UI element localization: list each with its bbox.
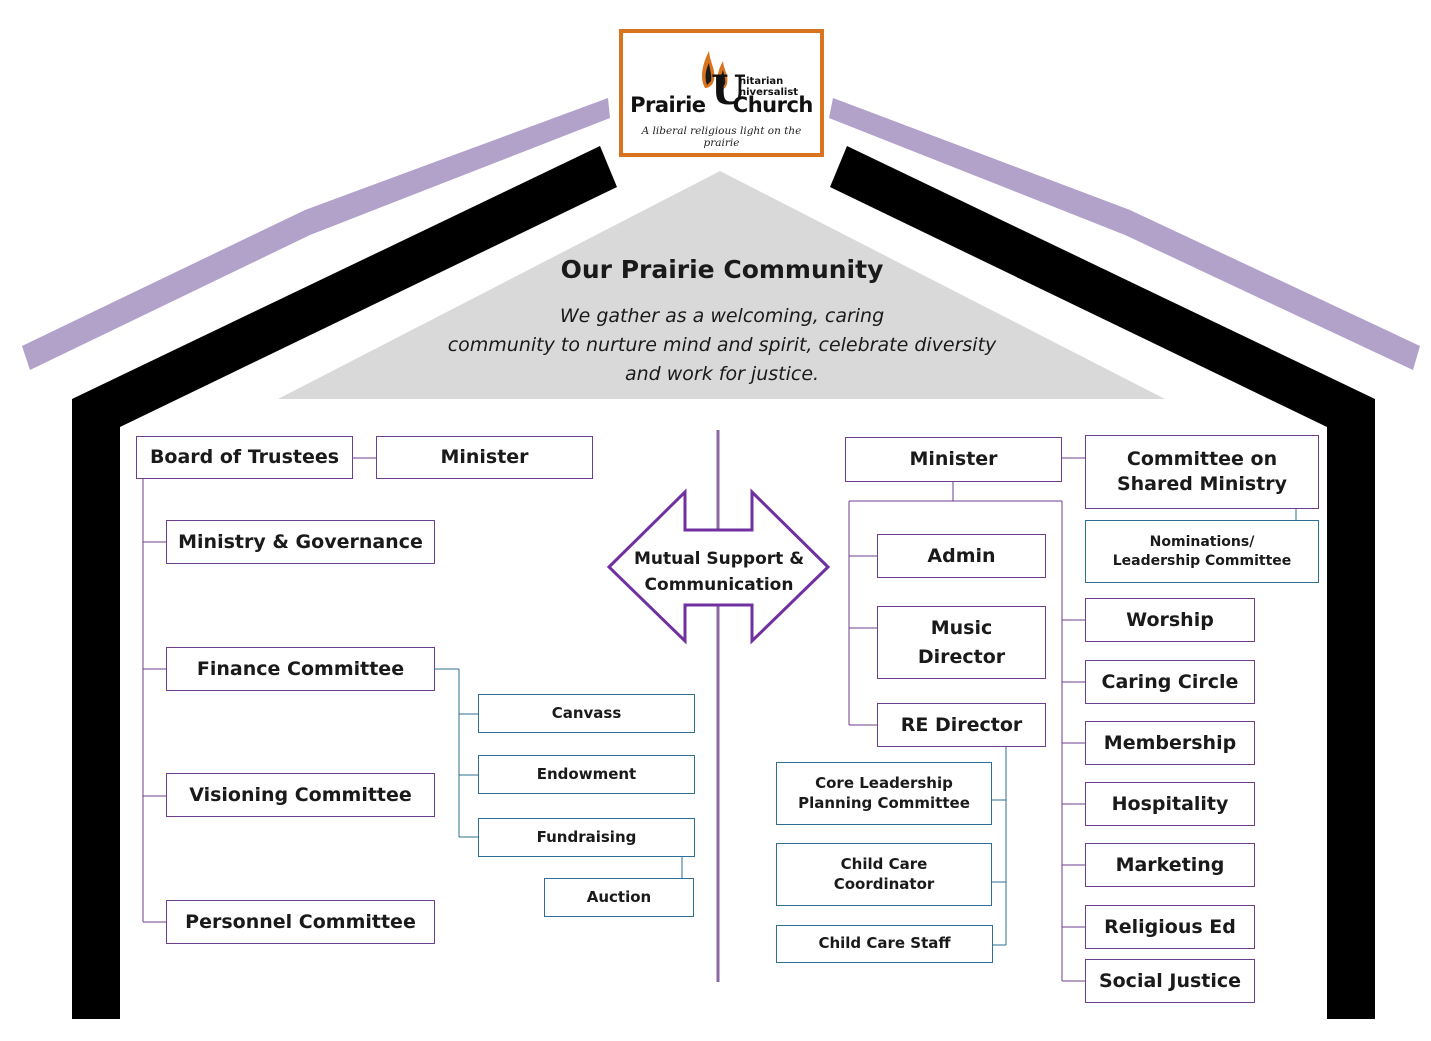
- right-connectors: [848, 457, 1085, 982]
- finance-connectors: [435, 668, 683, 878]
- music-director-line: Director: [917, 645, 1006, 668]
- community-line: We gather as a welcoming, caring: [559, 305, 885, 327]
- re-director-box: RE Director: [877, 703, 1046, 747]
- mutual-support-arrow: [606, 488, 831, 645]
- worship-box: Worship: [1085, 598, 1255, 642]
- arrow-label: Mutual Support & Communication: [630, 546, 808, 598]
- shared-ministry-box: Committee on Shared Ministry: [1085, 435, 1319, 509]
- child-care-coordinator-box: Child Care Coordinator: [776, 843, 992, 906]
- endowment-box: Endowment: [478, 755, 695, 794]
- logo-tagline: A liberal religious light on the prairie: [641, 125, 802, 149]
- wall-right: [830, 146, 1375, 1019]
- wall-left: [72, 146, 617, 1019]
- left-connectors: [142, 457, 376, 923]
- music-director-box: Music Director: [877, 606, 1046, 679]
- child-care-coordinator-line: Child Care: [840, 855, 928, 873]
- community-line: and work for justice.: [624, 363, 820, 385]
- membership-box: Membership: [1085, 721, 1255, 765]
- shared-ministry-line: Shared Ministry: [1116, 473, 1288, 495]
- child-care-staff-box: Child Care Staff: [776, 925, 993, 963]
- roof-left: [22, 98, 610, 370]
- chalice-flame-icon: [702, 51, 728, 90]
- caring-circle-box: Caring Circle: [1085, 660, 1255, 704]
- marketing-box: Marketing: [1085, 843, 1255, 887]
- gable-triangle: [278, 171, 1165, 399]
- logo-line2: niversalist: [739, 86, 799, 98]
- nominations-box: Nominations/ Leadership Committee: [1085, 520, 1319, 583]
- music-director-line: Music: [930, 617, 993, 639]
- board-of-trustees-box: Board of Trustees: [136, 436, 353, 479]
- logo-subtitle: nitarian niversalist: [739, 76, 799, 98]
- shared-ministry-line: Committee on: [1126, 448, 1278, 471]
- child-care-coordinator-line: Coordinator: [833, 874, 935, 893]
- logo-u-letter: U: [711, 67, 746, 114]
- admin-box: Admin: [877, 534, 1046, 578]
- finance-committee-box: Finance Committee: [166, 647, 435, 691]
- core-leadership-line: Planning Committee: [798, 793, 970, 812]
- roof-right: [829, 98, 1420, 370]
- arrow-label-line: Mutual Support &: [633, 549, 805, 569]
- core-leadership-line: Core Leadership: [815, 774, 953, 792]
- community-statement: We gather as a welcoming, caring communi…: [440, 302, 1004, 389]
- community-title: Our Prairie Community: [560, 255, 884, 284]
- nominations-line: Leadership Committee: [1112, 552, 1292, 569]
- personnel-committee-box: Personnel Committee: [166, 900, 435, 944]
- nominations-line: Nominations/: [1149, 534, 1255, 551]
- logo-line1: nitarian: [739, 76, 784, 87]
- religious-ed-box: Religious Ed: [1085, 905, 1255, 949]
- arrow-label-line: Communication: [644, 575, 794, 595]
- canvass-box: Canvass: [478, 694, 695, 733]
- core-leadership-box: Core Leadership Planning Committee: [776, 762, 992, 825]
- community-line: community to nurture mind and spirit, ce…: [447, 334, 997, 356]
- ministry-governance-box: Ministry & Governance: [166, 520, 435, 564]
- hospitality-box: Hospitality: [1085, 782, 1255, 826]
- social-justice-box: Social Justice: [1085, 959, 1255, 1003]
- fundraising-box: Fundraising: [478, 818, 695, 857]
- auction-box: Auction: [544, 878, 694, 917]
- left-minister-box: Minister: [376, 436, 593, 479]
- church-logo: U nitarian niversalist Prairie Church A …: [619, 29, 824, 157]
- right-minister-box: Minister: [845, 437, 1062, 482]
- logo-name: Prairie Church: [630, 93, 813, 117]
- re-connectors: [992, 509, 1297, 946]
- visioning-committee-box: Visioning Committee: [166, 773, 435, 817]
